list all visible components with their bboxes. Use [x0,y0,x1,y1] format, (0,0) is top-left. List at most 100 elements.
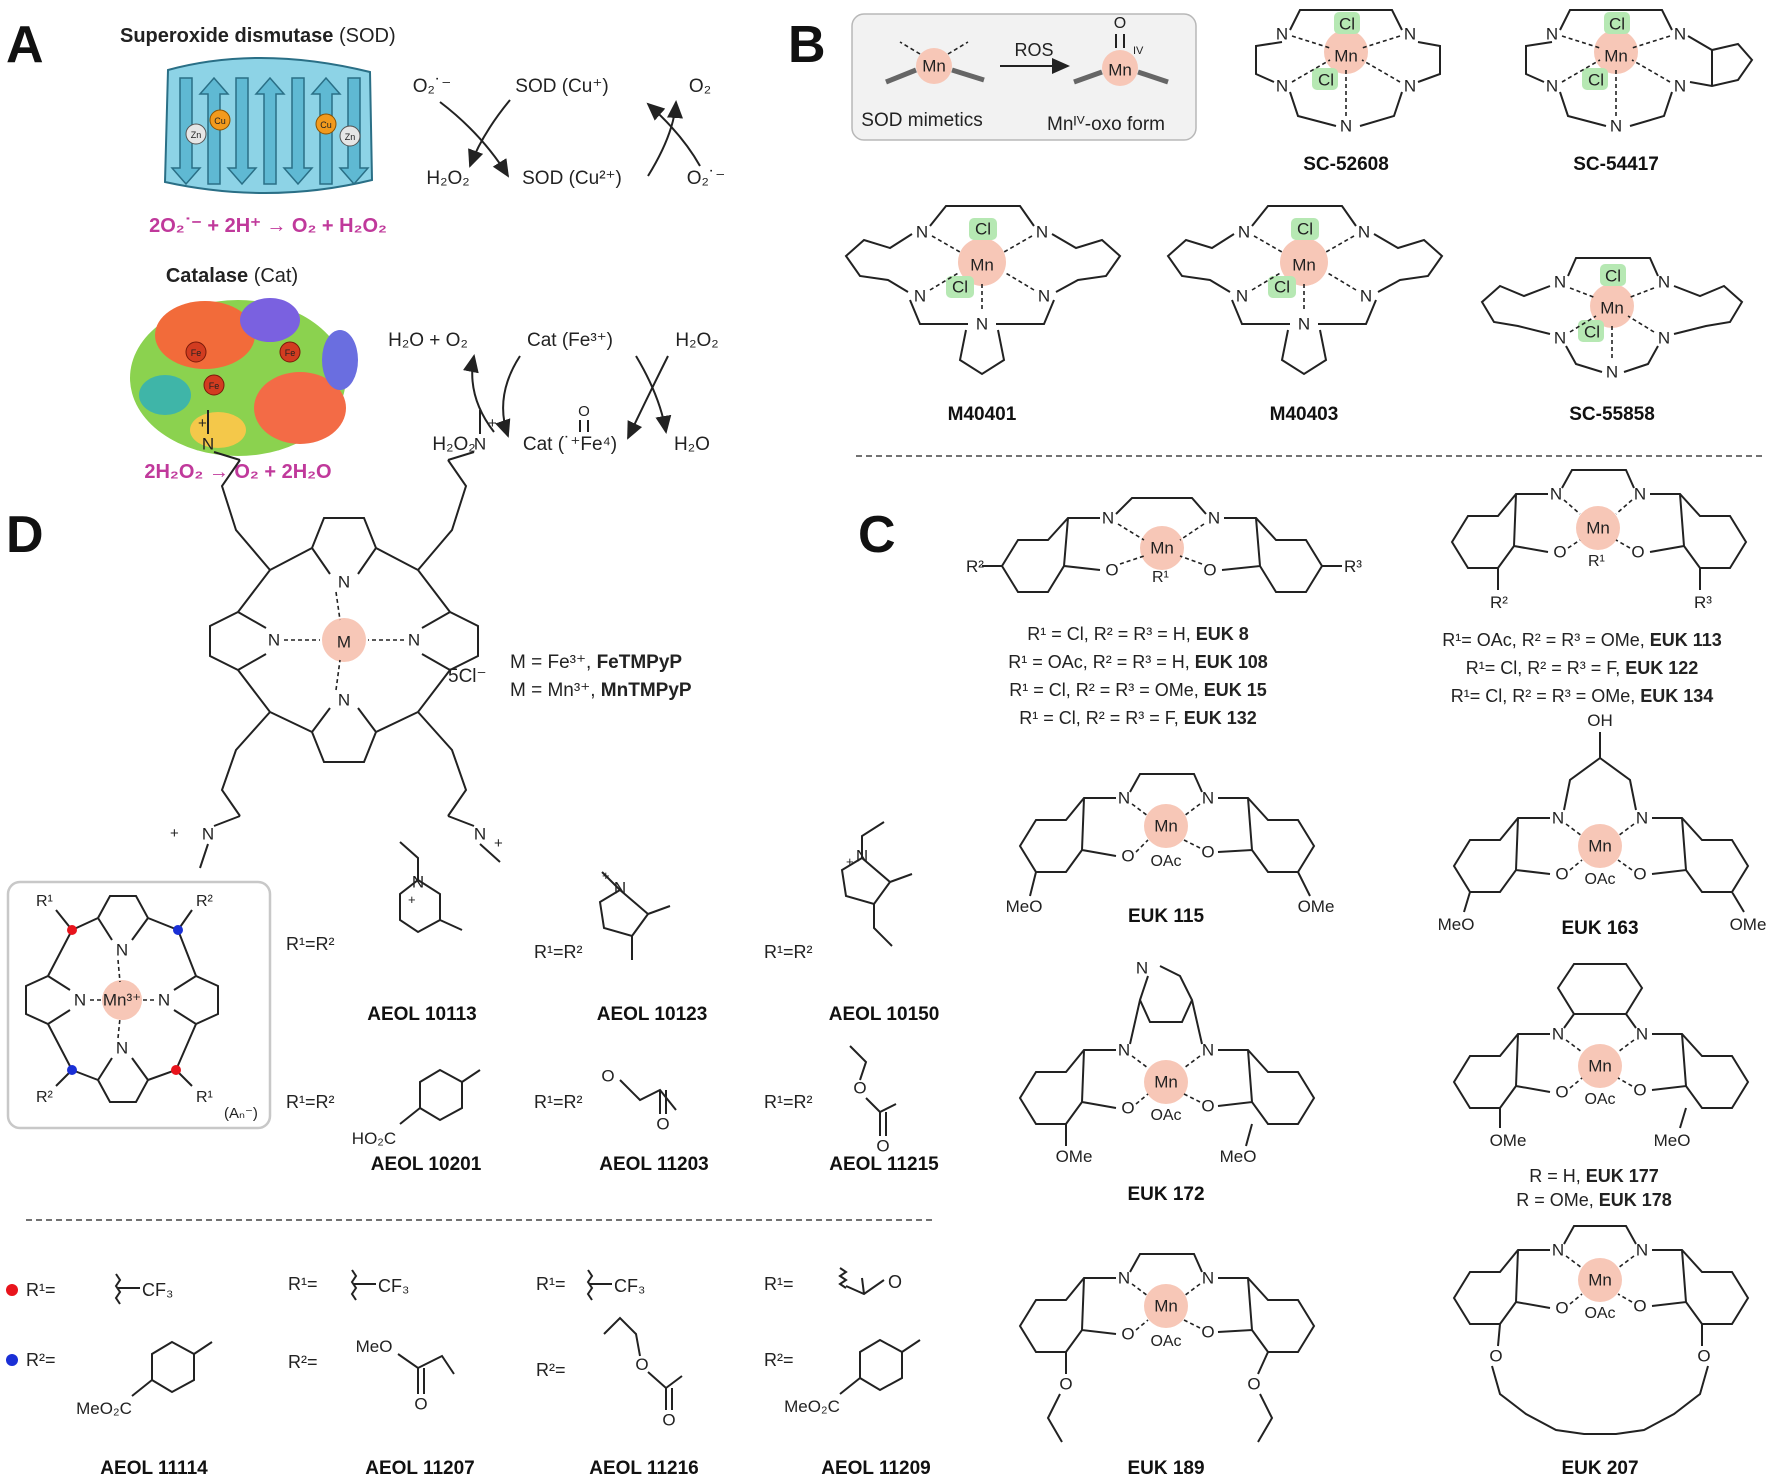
legend-line: R = OMe, EUK 178 [1516,1190,1672,1210]
m40401-structure: Cl Cl Mn N N N N N [844,205,1122,376]
r1-row-label: R¹= [288,1274,318,1294]
r2-label: R² [966,557,984,576]
catalase-protein-illustration: Fe Fe Fe [130,298,358,456]
o-atom: O [1555,865,1568,884]
oac-label: OAc [1584,1305,1615,1322]
cat-cycle-text: H₂O₂ [675,330,718,351]
ome-label: MeO [1220,1147,1257,1166]
sod-cycle-text: O₂ [689,76,711,97]
aeol-label: AEOL 11209 [821,1458,931,1479]
n-atom: N [1118,1041,1130,1060]
o-atom: O [1631,543,1644,562]
oac-label: OAc [1150,853,1181,870]
mn-atom: Mn [1600,299,1624,318]
charge-label: + [488,415,497,432]
r1-group-label: CF₃ [614,1276,645,1296]
n-atom: N [1554,329,1566,348]
legend-line: R¹ = Cl, R² = R³ = F, EUK 132 [1019,708,1257,728]
compound-label: EUK 207 [1561,1458,1638,1479]
r-equal-label: R¹=R² [764,1092,813,1112]
cat-cycle-text: Cat (˙⁺Fe⁴) [523,434,617,455]
r2-dot [6,1354,18,1366]
r2-label: R² [36,1089,54,1106]
n-atom: N [1552,1025,1564,1044]
aeol-label: AEOL 11203 [599,1154,709,1175]
ros-label: ROS [1014,40,1053,60]
o-atom: O [1555,1299,1568,1318]
n-atom: N [116,941,128,960]
r2-group-label: O [635,1355,648,1374]
r-equal-label: R¹=R² [286,934,335,954]
charge-label: + [846,854,854,869]
aeol-label: AEOL 10201 [371,1154,482,1175]
mn-atom: Mn [1334,47,1358,66]
ome-label: OMe [1298,897,1335,916]
mn-atom: Mn [922,57,946,76]
o-atom: O [1121,1325,1134,1344]
cl-atom: Cl [1584,323,1600,342]
r2-group-label: MeO₂C [76,1399,132,1418]
mn-oxo-form-label: Mnᴵⱽ-oxo form [1047,114,1165,135]
sod-cycle: O₂˙⁻ SOD (Cu⁺) O₂ H₂O₂ SOD (Cu²⁺) O₂˙⁻ [413,76,726,189]
core-mn-porphyrin-structure: Mn³⁺ N N N N R¹ R² R² R¹ [25,893,219,1106]
n-atom: N [1610,117,1622,136]
euk-8-series-structure: Mn N N O O R² R³ R¹ [966,497,1362,593]
n-atom: N [338,573,350,592]
compound-label: EUK 172 [1127,1184,1204,1205]
n-atom: N [202,435,214,454]
n-atom: N [976,315,988,334]
panel-letter-c: C [858,506,896,564]
catalase-metal-label: Fe [209,381,220,391]
n-atom: N [1550,485,1562,504]
o-atom: O [1633,1081,1646,1100]
sod-mimetic-box [851,13,1197,141]
euk-113-series-legend: R¹= OAc, R² = R³ = OMe, EUK 113 R¹= Cl, … [1442,630,1722,706]
ome-label: MeO [1654,1131,1691,1150]
cl-atom: Cl [952,278,968,297]
sod-cycle-text: O₂˙⁻ [413,76,452,97]
o-atom: O [876,1137,889,1156]
r2-label: R² [1490,593,1508,612]
cat-cycle-text: H₂O₂ [432,434,475,455]
sod-cycle-text: SOD (Cu²⁺) [522,168,622,189]
n-atom: N [1606,363,1618,382]
r-equal-label: R¹=R² [286,1092,335,1112]
n-atom: N [1674,25,1686,44]
euk-172-structure: Mn N N O O OAc N OMe MeO [1018,959,1316,1166]
cl-atom: Cl [1274,278,1290,297]
o-atom: O [1201,1097,1214,1116]
sod-cycle-text: SOD (Cu⁺) [515,76,608,97]
cl-atom: Cl [1605,267,1621,286]
r-equal-label: R¹=R² [534,1092,583,1112]
aeol-label: AEOL 10150 [829,1004,940,1025]
sod-protein-illustration: Zn Cu Cu Zn [163,56,374,195]
sod-metal-label: Zn [345,132,356,142]
mn-atom: Mn [1586,519,1610,538]
o-atom: O [1201,843,1214,862]
sod-metal-label: Cu [214,116,226,126]
n-atom: N [408,631,420,650]
mn-atom: Mn [1588,1271,1612,1290]
n-atom: N [158,991,170,1010]
sod-cycle-text: O₂˙⁻ [687,168,726,189]
n-atom: N [74,991,86,1010]
n-atom: N [1546,25,1558,44]
ome-label: OMe [1490,1131,1527,1150]
mn-atom: Mn [1588,1057,1612,1076]
n-atom: N [1298,315,1310,334]
o-atom: O [1633,865,1646,884]
ome-label: MeO [1006,897,1043,916]
r1-label: R¹ [1152,569,1169,586]
oac-label: OAc [1584,1091,1615,1108]
n-atom: N [1236,287,1248,306]
oac-label: OAc [1150,1107,1181,1124]
ome-label: MeO [1438,915,1475,934]
legend-line: R¹ = OAc, R² = R³ = H, EUK 108 [1008,652,1268,672]
n-atom: N [1202,1269,1214,1288]
r1-label: R¹ [36,893,53,910]
euk-177-legend: R = H, EUK 177 R = OMe, EUK 178 [1516,1166,1672,1210]
cl-atom: Cl [1339,15,1355,34]
m40403-structure: Cl Cl Mn N N N N N [1166,205,1444,376]
mn-atom: Mn [1292,256,1316,275]
